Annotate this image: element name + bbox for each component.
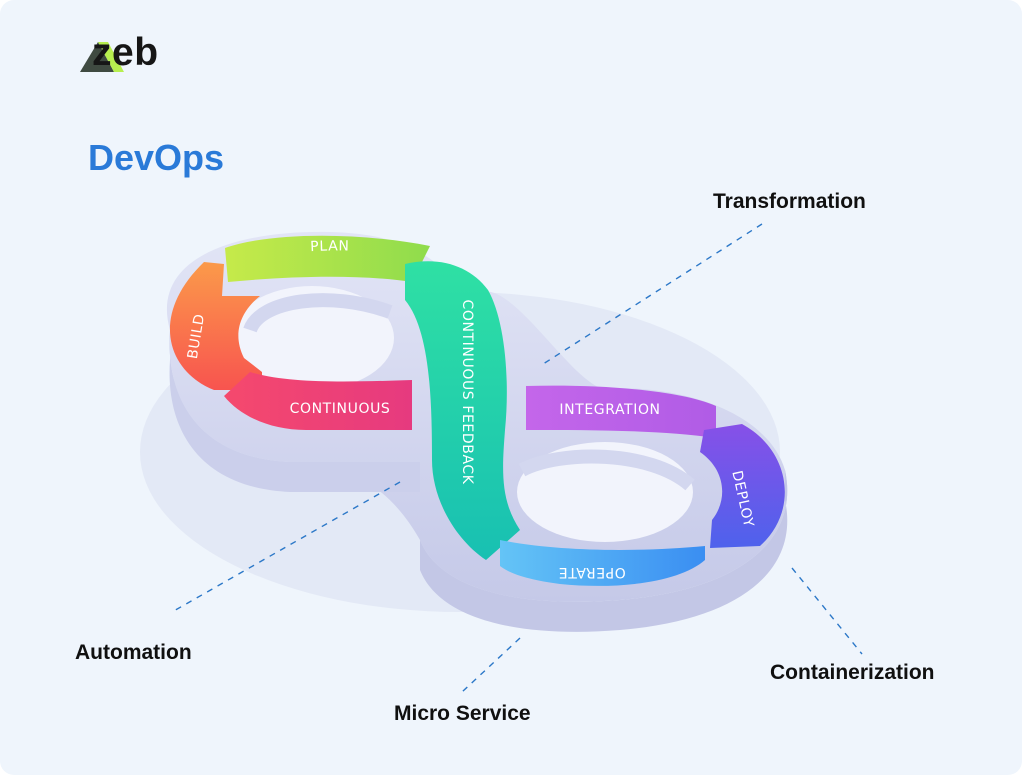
plan-label: PLAN bbox=[310, 238, 350, 255]
micro-service-callout-line bbox=[461, 637, 521, 693]
integration-label: INTEGRATION bbox=[559, 402, 660, 418]
feedback-segment bbox=[405, 261, 520, 560]
continuous-feedback-label: CONTINUOUS FEEDBACK bbox=[459, 299, 475, 484]
automation-label: Automation bbox=[75, 641, 192, 664]
transformation-label: Transformation bbox=[713, 190, 866, 213]
continuous-label: CONTINUOUS bbox=[290, 401, 391, 417]
micro-service-label: Micro Service bbox=[394, 702, 531, 725]
transformation-callout-line bbox=[539, 223, 763, 367]
plan-segment bbox=[225, 235, 430, 282]
deploy-segment bbox=[700, 424, 785, 548]
build-segment bbox=[169, 262, 262, 390]
brand-name: zeb bbox=[92, 31, 159, 74]
zeb-logo-icon bbox=[80, 42, 124, 72]
operate-segment bbox=[500, 540, 705, 586]
continuous-segment bbox=[224, 372, 412, 430]
page-title: DevOps bbox=[88, 137, 225, 178]
integration-segment bbox=[526, 385, 716, 438]
containerization-callout-line bbox=[791, 567, 863, 655]
automation-callout-line bbox=[171, 481, 401, 613]
containerization-label: Containerization bbox=[770, 661, 935, 684]
operate-label: OPERATE bbox=[558, 564, 626, 580]
build-label: BUILD bbox=[185, 313, 208, 361]
